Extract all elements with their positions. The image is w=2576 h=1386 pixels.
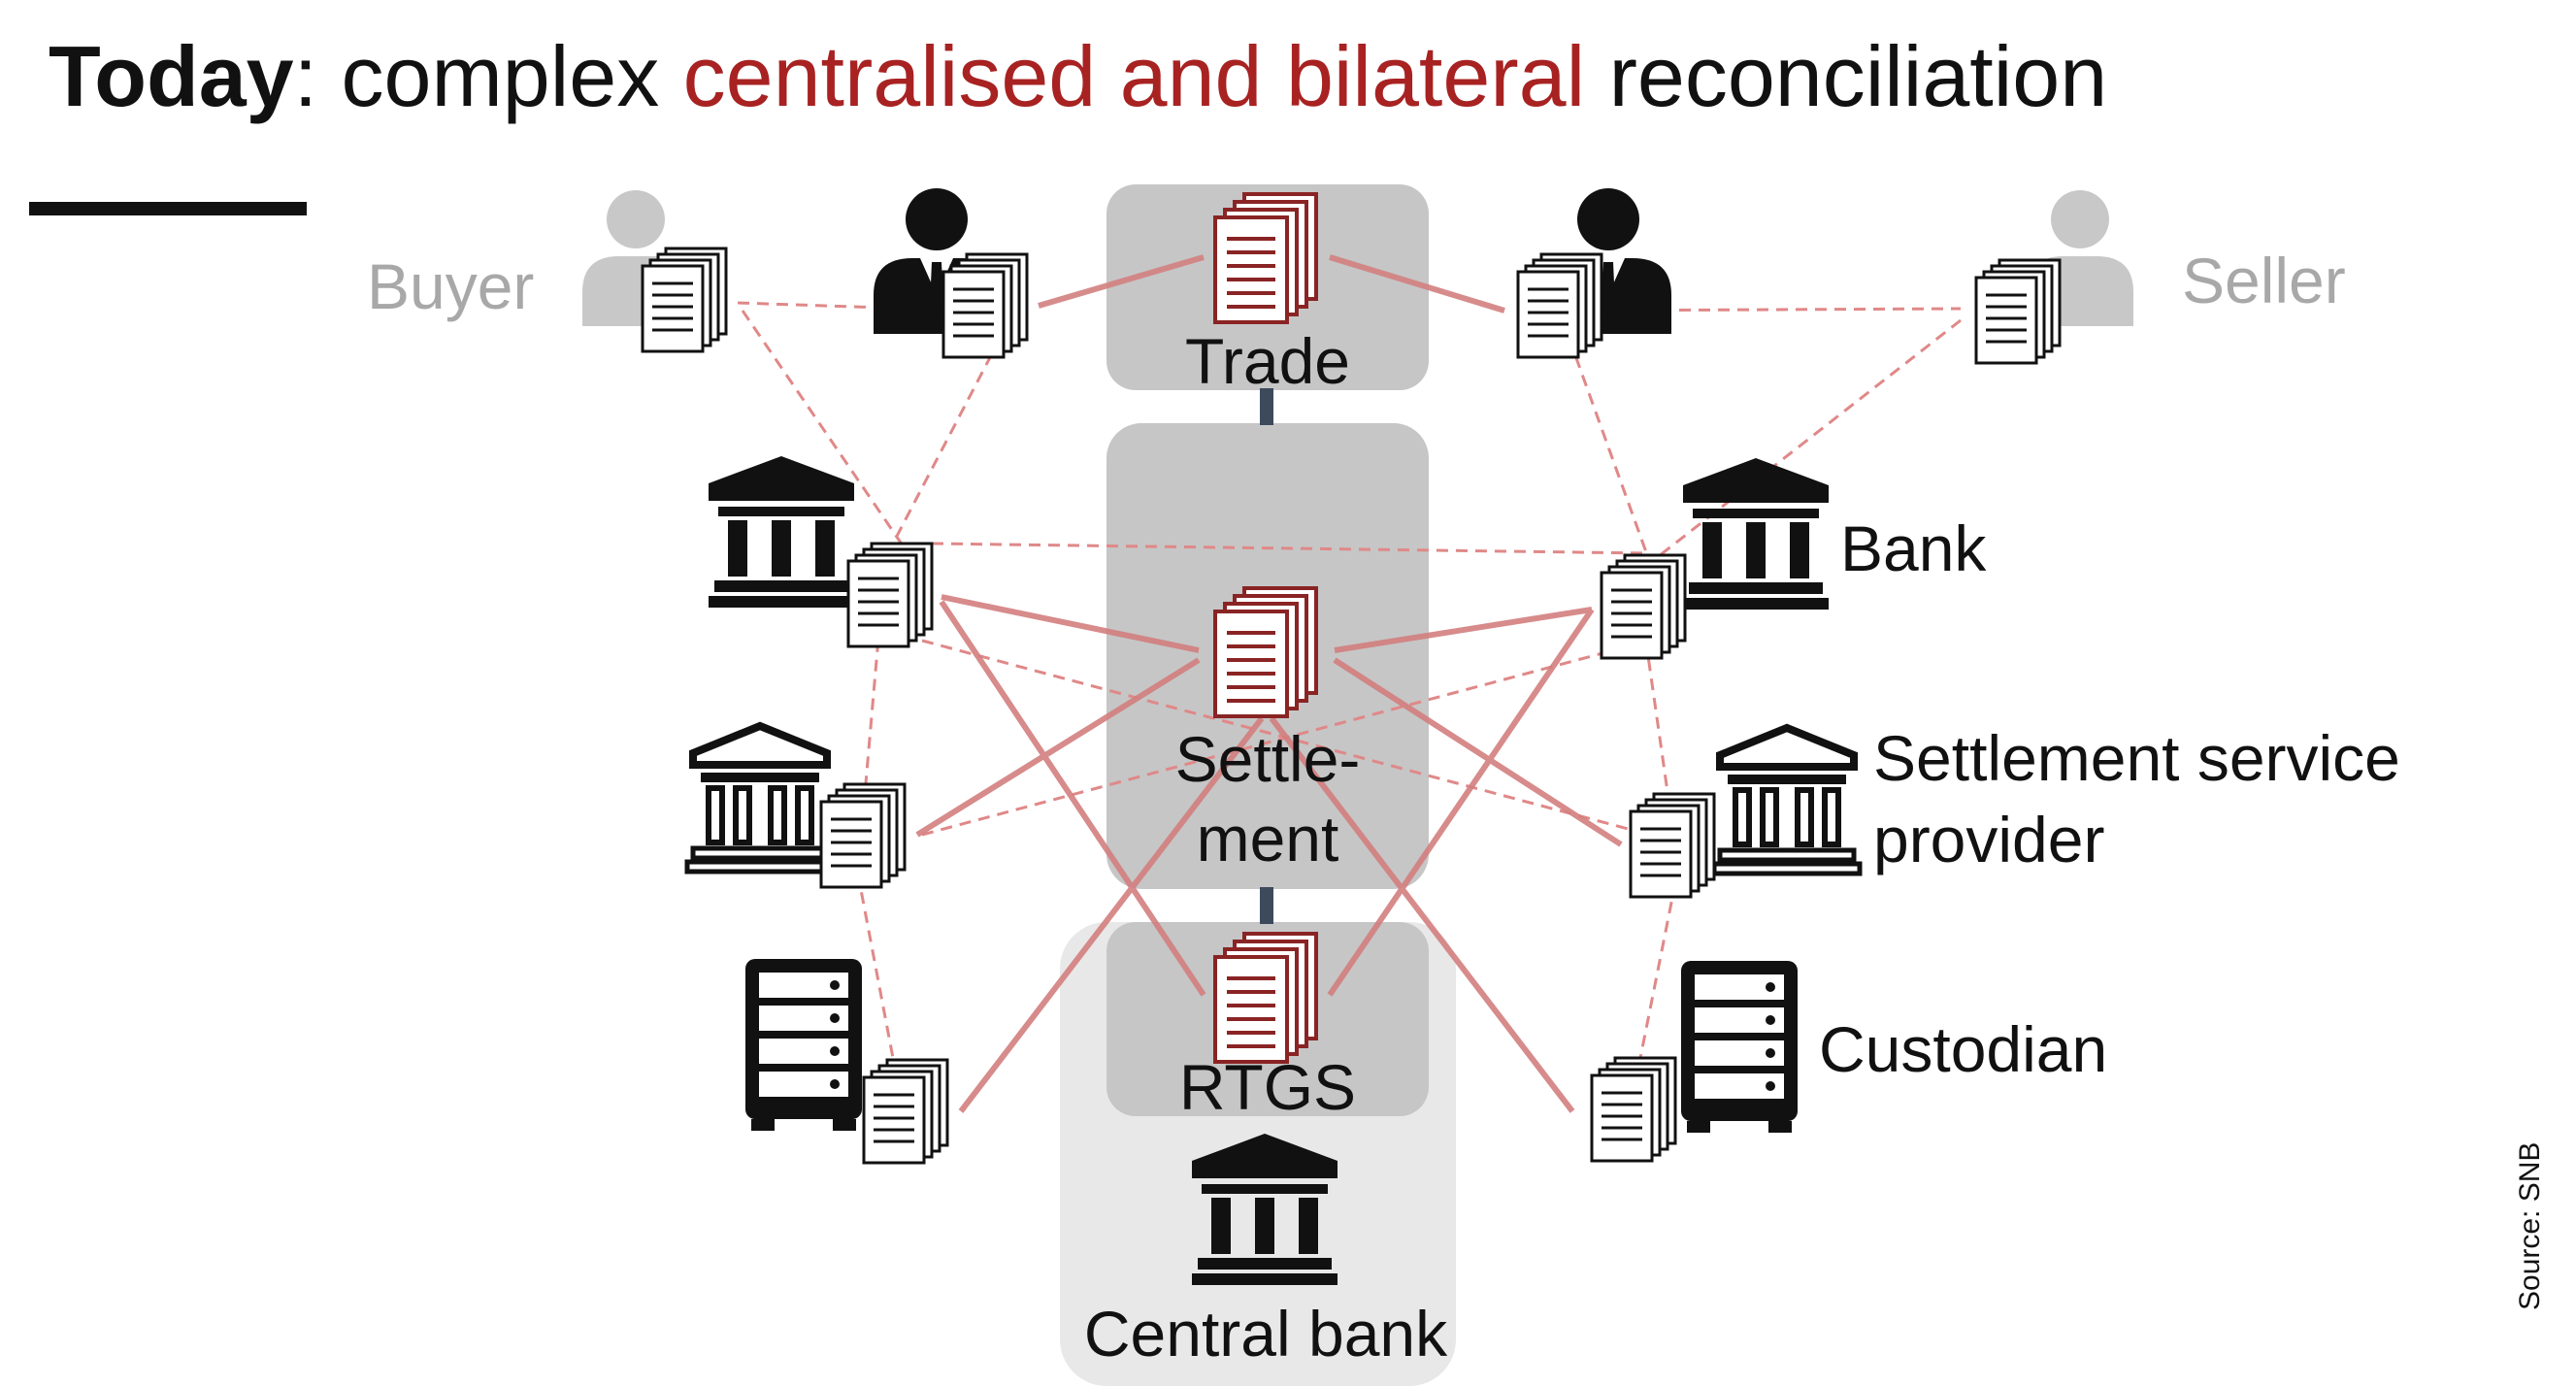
settlement-rtgs-connector bbox=[1260, 887, 1273, 924]
trade-ledger-icon bbox=[1213, 192, 1318, 324]
rtgs-label: RTGS bbox=[1178, 1051, 1357, 1123]
central-bank-label: Central bank bbox=[1083, 1298, 1448, 1370]
title-highlight: centralised and bilateral bbox=[682, 28, 1586, 124]
bank-label: Bank bbox=[1840, 512, 1987, 584]
settlement-label-line1: Settle- bbox=[1174, 723, 1361, 795]
buyer-ledger-icon bbox=[641, 247, 728, 353]
title-underline bbox=[29, 202, 307, 215]
seller-bank-ledger-icon bbox=[1600, 553, 1687, 660]
title-part1: : complex bbox=[293, 28, 683, 124]
buyer-bank-icon bbox=[709, 456, 854, 608]
seller-bank-icon bbox=[1683, 458, 1829, 610]
trade-settlement-connector bbox=[1260, 388, 1273, 425]
rtgs-ledger-icon bbox=[1213, 932, 1318, 1064]
ssp-label-line1: Settlement service bbox=[1873, 722, 2400, 794]
buyer-ssp-icon bbox=[687, 726, 833, 872]
source-note: Source: SNB bbox=[2514, 1141, 2546, 1310]
page-title: Today: complex centralised and bilateral… bbox=[49, 27, 2107, 126]
buyer-label: Buyer bbox=[367, 250, 535, 322]
buyer-custodian-icon bbox=[745, 959, 862, 1131]
seller-ledger-icon bbox=[1974, 258, 2062, 365]
seller-label: Seller bbox=[2182, 245, 2346, 316]
settlement-label-line2: ment bbox=[1196, 803, 1339, 874]
buyer-trader-ledger-icon bbox=[941, 252, 1029, 359]
seller-trader-ledger-icon bbox=[1516, 252, 1603, 359]
buyer-custodian-ledger-icon bbox=[862, 1058, 949, 1165]
seller-ssp-icon bbox=[1714, 728, 1860, 874]
title-part2: reconciliation bbox=[1585, 28, 2108, 124]
seller-ssp-ledger-icon bbox=[1629, 792, 1716, 899]
central-bank-icon bbox=[1192, 1134, 1338, 1285]
ssp-label-line2: provider bbox=[1873, 804, 2105, 875]
settlement-ledger-icon bbox=[1213, 586, 1318, 718]
title-bold: Today bbox=[49, 28, 294, 124]
buyer-ssp-ledger-icon bbox=[819, 782, 907, 889]
seller-custodian-icon bbox=[1681, 961, 1798, 1133]
trade-label: Trade bbox=[1185, 325, 1350, 397]
centralised-links bbox=[915, 254, 1623, 1113]
buyer-bank-ledger-icon bbox=[846, 542, 934, 648]
seller-custodian-ledger-icon bbox=[1590, 1056, 1677, 1163]
custodian-label: Custodian bbox=[1819, 1013, 2108, 1085]
